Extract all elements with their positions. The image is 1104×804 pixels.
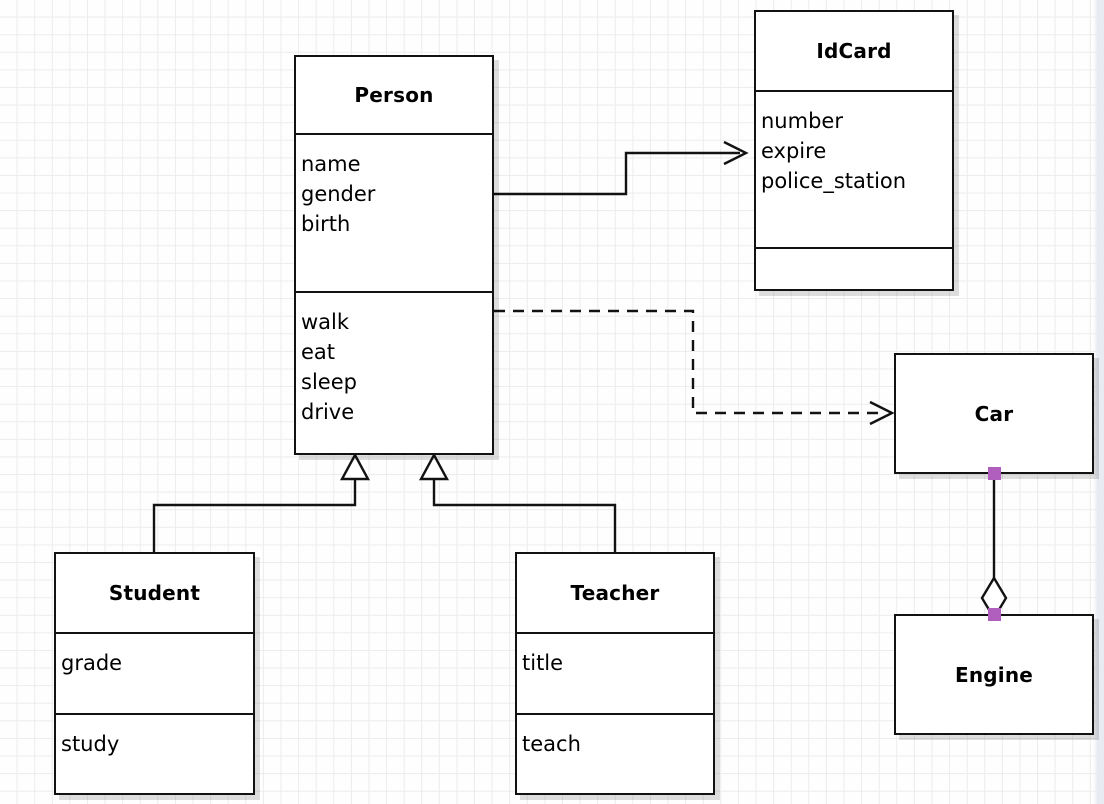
attributes-compartment-teacher: title <box>517 632 713 713</box>
method-item: drive <box>301 400 355 424</box>
attribute-item: expire <box>761 139 827 163</box>
open-arrowhead-icon <box>869 400 895 426</box>
connector-handle-target[interactable] <box>988 608 1001 621</box>
attribute-item: grade <box>61 651 123 675</box>
class-box-engine[interactable]: Engine <box>894 614 1094 735</box>
attributes-compartment-student: grade <box>56 632 253 713</box>
generalization-teacher-person[interactable] <box>418 452 617 552</box>
methods-compartment-teacher: teach <box>517 713 713 793</box>
class-title-engine: Engine <box>954 662 1034 687</box>
connector-handle-source[interactable] <box>988 467 1001 480</box>
attribute-item: birth <box>301 212 351 236</box>
hollow-triangle-icon <box>418 452 450 481</box>
attribute-item: gender <box>301 182 376 206</box>
class-box-car[interactable]: Car <box>894 353 1094 474</box>
method-item: sleep <box>301 370 357 394</box>
attribute-item: name <box>301 152 361 176</box>
method-item: eat <box>301 340 336 364</box>
attributes-compartment-idcard: number expire police_station <box>756 90 952 247</box>
dependency-person-car[interactable] <box>494 309 895 426</box>
class-title-teacher: Teacher <box>570 581 660 605</box>
methods-compartment-idcard <box>756 247 952 289</box>
canvas-right-gutter <box>1097 0 1104 804</box>
method-item: teach <box>522 732 581 756</box>
hollow-triangle-icon <box>339 452 371 481</box>
attribute-item: title <box>522 651 564 675</box>
class-title-idcard: IdCard <box>816 39 892 63</box>
canvas-edge-sheen <box>1093 0 1097 804</box>
attribute-item: number <box>761 109 843 133</box>
open-arrowhead-icon <box>723 140 749 166</box>
attributes-compartment-person: name gender birth <box>296 133 492 291</box>
class-box-teacher[interactable]: Teacher title teach <box>515 552 715 795</box>
class-box-student[interactable]: Student grade study <box>54 552 255 795</box>
method-item: study <box>61 732 120 756</box>
aggregation-car-engine[interactable] <box>980 474 1008 621</box>
association-person-idcard[interactable] <box>494 140 749 196</box>
methods-compartment-student: study <box>56 713 253 793</box>
class-title-person: Person <box>354 83 434 107</box>
attribute-item: police_station <box>761 169 907 193</box>
methods-compartment-person: walk eat sleep drive <box>296 291 492 453</box>
class-box-person[interactable]: Person name gender birth walk eat sleep … <box>294 55 494 455</box>
generalization-student-person[interactable] <box>152 452 371 552</box>
method-item: walk <box>301 310 350 334</box>
class-box-idcard[interactable]: IdCard number expire police_station <box>754 10 954 291</box>
class-title-car: Car <box>974 401 1014 426</box>
class-title-student: Student <box>108 581 201 605</box>
